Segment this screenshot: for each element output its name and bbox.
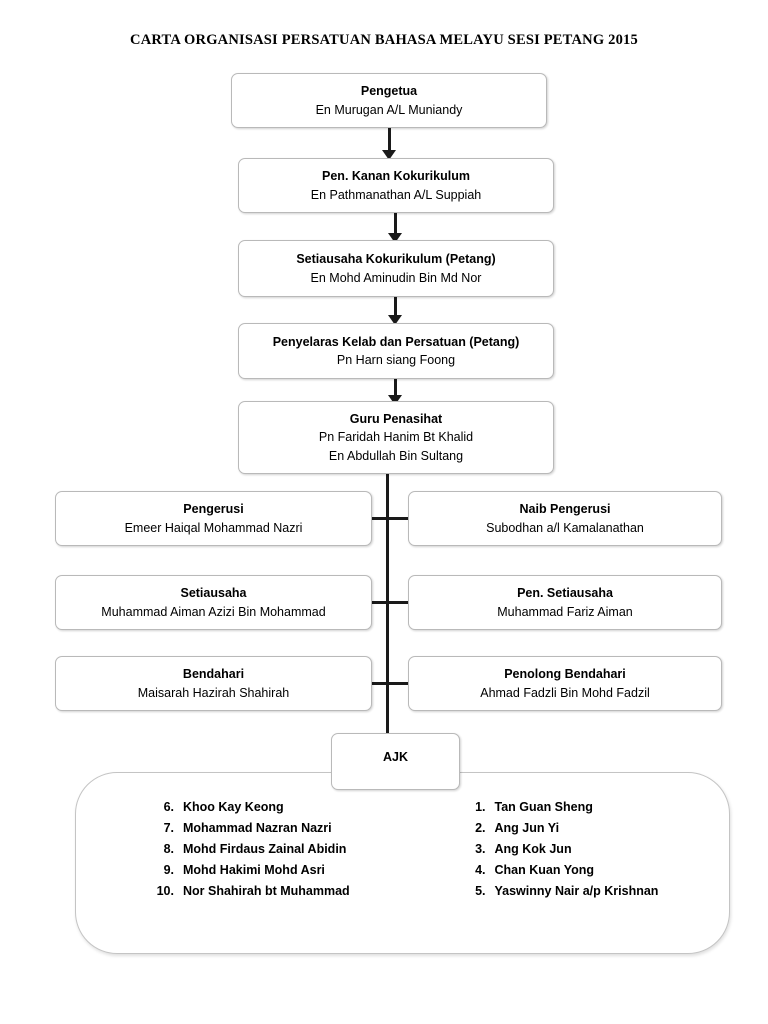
list-item-name: Mohd Firdaus Zainal Abidin bbox=[183, 842, 347, 856]
list-item-number: 8. bbox=[163, 842, 174, 856]
node-role: Penolong Bendahari bbox=[504, 667, 626, 682]
node-person: En Murugan A/L Muniandy bbox=[315, 102, 463, 117]
list-item: 10. Nor Shahirah bt Muhammad bbox=[148, 881, 404, 902]
node-penyelaras-kelab-persatuan: Penyelaras Kelab dan Persatuan (Petang) … bbox=[238, 323, 554, 379]
list-item: 1. Tan Guan Sheng bbox=[460, 797, 732, 818]
node-role: Setiausaha bbox=[180, 586, 247, 601]
list-item-number: 4. bbox=[475, 863, 486, 877]
ajk-members-lists: 6. Khoo Kay Keong 7. Mohammad Nazran Naz… bbox=[76, 797, 731, 902]
list-item-number: 7. bbox=[163, 821, 174, 835]
list-item-number: 5. bbox=[475, 884, 486, 898]
node-pen-kanan-kokurikulum: Pen. Kanan Kokurikulum En Pathmanathan A… bbox=[238, 158, 554, 213]
list-item-name: Ang Jun Yi bbox=[494, 821, 560, 835]
list-item-name: Nor Shahirah bt Muhammad bbox=[183, 884, 350, 898]
connector-arrow-head-4 bbox=[388, 395, 402, 405]
connector-arrow-head-3 bbox=[388, 315, 402, 325]
node-role: Pen. Setiausaha bbox=[517, 586, 613, 601]
list-item-number: 6. bbox=[163, 800, 174, 814]
node-naib-pengerusi: Naib Pengerusi Subodhan a/l Kamalanathan bbox=[408, 491, 722, 546]
node-role: Pengerusi bbox=[183, 502, 244, 517]
connector-arrow-shaft-2 bbox=[394, 213, 397, 235]
node-role: Bendahari bbox=[182, 667, 245, 682]
node-person: En Pathmanathan A/L Suppiah bbox=[310, 187, 482, 202]
connector-stub-row3-left bbox=[360, 682, 388, 685]
list-item-name: Khoo Kay Keong bbox=[183, 800, 284, 814]
connector-stub-row3-right bbox=[386, 682, 414, 685]
list-item-number: 9. bbox=[163, 863, 174, 877]
node-guru-penasihat: Guru Penasihat Pn Faridah Hanim Bt Khali… bbox=[238, 401, 554, 474]
node-role: Naib Pengerusi bbox=[519, 502, 611, 517]
node-setiausaha-kokurikulum: Setiausaha Kokurikulum (Petang) En Mohd … bbox=[238, 240, 554, 297]
list-item-name: Tan Guan Sheng bbox=[494, 800, 593, 814]
list-item-name: Yaswinny Nair a/p Krishnan bbox=[494, 884, 659, 898]
list-item: 6. Khoo Kay Keong bbox=[148, 797, 404, 818]
node-person: Emeer Haiqal Mohammad Nazri bbox=[124, 520, 303, 535]
node-person: Muhammad Fariz Aiman bbox=[497, 604, 633, 619]
list-item: 9. Mohd Hakimi Mohd Asri bbox=[148, 860, 404, 881]
connector-stub-row2-left bbox=[360, 601, 388, 604]
list-item: 2. Ang Jun Yi bbox=[460, 818, 732, 839]
node-role: Pengetua bbox=[360, 84, 418, 99]
node-pengetua: Pengetua En Murugan A/L Muniandy bbox=[231, 73, 547, 128]
list-item-number: 10. bbox=[156, 884, 174, 898]
node-bendahari: Bendahari Maisarah Hazirah Shahirah bbox=[55, 656, 372, 711]
ajk-left-column: 6. Khoo Kay Keong 7. Mohammad Nazran Naz… bbox=[76, 797, 404, 902]
list-item-name: Chan Kuan Yong bbox=[494, 863, 595, 877]
list-item: 5. Yaswinny Nair a/p Krishnan bbox=[460, 881, 732, 902]
connector-arrow-shaft-4 bbox=[394, 379, 397, 397]
node-person: Maisarah Hazirah Shahirah bbox=[137, 685, 290, 700]
node-person: Pn Harn siang Foong bbox=[336, 353, 456, 367]
connector-stub-row1-left bbox=[360, 517, 388, 520]
node-role: Pen. Kanan Kokurikulum bbox=[322, 169, 470, 184]
list-item: 8. Mohd Firdaus Zainal Abidin bbox=[148, 839, 404, 860]
list-item-name: Ang Kok Jun bbox=[494, 842, 572, 856]
node-person: Muhammad Aiman Azizi Bin Mohammad bbox=[101, 604, 326, 619]
node-person-1: Pn Faridah Hanim Bt Khalid bbox=[318, 430, 474, 445]
node-person-2: En Abdullah Bin Sultang bbox=[328, 448, 464, 463]
connector-stub-row2-right bbox=[386, 601, 414, 604]
list-item-number: 1. bbox=[475, 800, 486, 814]
list-item: 4. Chan Kuan Yong bbox=[460, 860, 732, 881]
node-pengerusi: Pengerusi Emeer Haiqal Mohammad Nazri bbox=[55, 491, 372, 546]
node-role: AJK bbox=[382, 750, 408, 764]
ajk-right-column: 1. Tan Guan Sheng 2. Ang Jun Yi 3. Ang K… bbox=[404, 797, 732, 902]
node-role: Setiausaha Kokurikulum (Petang) bbox=[296, 252, 496, 267]
node-setiausaha: Setiausaha Muhammad Aiman Azizi Bin Moha… bbox=[55, 575, 372, 630]
connector-arrow-shaft-3 bbox=[394, 297, 397, 317]
page-title: CARTA ORGANISASI PERSATUAN BAHASA MELAYU… bbox=[130, 32, 638, 48]
node-person: Subodhan a/l Kamalanathan bbox=[486, 520, 644, 535]
ajk-members-container: 6. Khoo Kay Keong 7. Mohammad Nazran Naz… bbox=[75, 772, 730, 954]
node-ajk: AJK bbox=[331, 733, 460, 790]
node-role: Guru Penasihat bbox=[349, 412, 443, 427]
list-item-name: Mohd Hakimi Mohd Asri bbox=[183, 863, 325, 877]
connector-arrow-head-2 bbox=[388, 233, 402, 243]
list-item-name: Mohammad Nazran Nazri bbox=[183, 821, 332, 835]
node-person: En Mohd Aminudin Bin Md Nor bbox=[310, 270, 482, 285]
node-penolong-bendahari: Penolong Bendahari Ahmad Fadzli Bin Mohd… bbox=[408, 656, 722, 711]
node-pen-setiausaha: Pen. Setiausaha Muhammad Fariz Aiman bbox=[408, 575, 722, 630]
list-item: 7. Mohammad Nazran Nazri bbox=[148, 818, 404, 839]
node-person: Ahmad Fadzli Bin Mohd Fadzil bbox=[480, 685, 650, 700]
list-item: 3. Ang Kok Jun bbox=[460, 839, 732, 860]
connector-arrow-head-1 bbox=[382, 150, 396, 160]
list-item-number: 3. bbox=[475, 842, 486, 856]
node-role: Penyelaras Kelab dan Persatuan (Petang) bbox=[272, 334, 520, 349]
connector-spine-vertical bbox=[386, 474, 389, 736]
connector-stub-row1-right bbox=[386, 517, 414, 520]
list-item-number: 2. bbox=[475, 821, 486, 835]
connector-arrow-shaft-1 bbox=[388, 128, 391, 152]
